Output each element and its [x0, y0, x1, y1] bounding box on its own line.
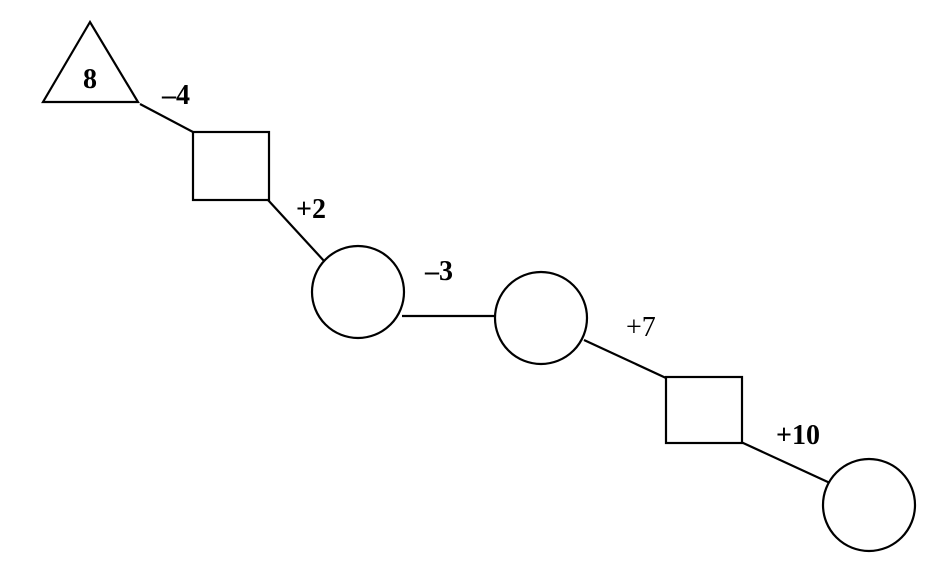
- start-value-text: 8: [83, 64, 97, 95]
- operation-label-4: +7: [626, 312, 656, 343]
- connector-square-2-to-circle-3: [740, 441, 831, 484]
- answer-box-2-circle[interactable]: [310, 244, 406, 340]
- connector-triangle-to-square-1: [139, 103, 194, 133]
- connector-circle-2-to-square-2: [583, 339, 667, 379]
- start-triangle: [41, 19, 140, 104]
- answer-box-1-square[interactable]: [191, 130, 271, 202]
- connector-square-1-to-circle-1: [267, 199, 326, 263]
- answer-box-4-square[interactable]: [664, 375, 744, 445]
- answer-box-5-circle[interactable]: [821, 457, 917, 553]
- answer-box-3-circle[interactable]: [493, 270, 589, 366]
- operation-label-1: –4: [161, 80, 190, 111]
- operation-label-5: +10: [776, 420, 820, 451]
- operation-label-2: +2: [296, 194, 326, 225]
- operation-label-3: –3: [424, 256, 453, 287]
